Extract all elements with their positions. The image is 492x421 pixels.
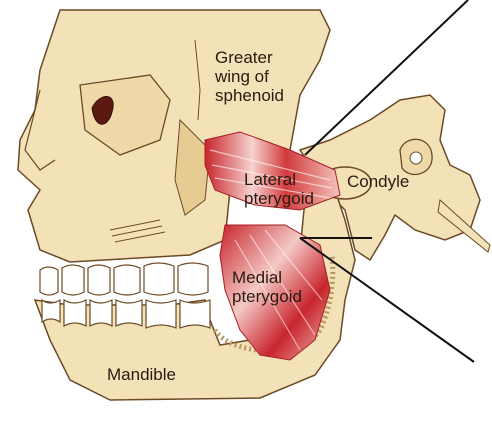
condyle-label: Condyle [347,172,409,191]
ear-canal-opening [410,152,422,164]
greater-wing-label: Greater wing of sphenoid [215,48,284,105]
upper-teeth [40,263,208,295]
lateral-pterygoid-label: Lateral pterygoid [244,170,314,208]
medial-pterygoid-label: Medial pterygoid [232,268,302,306]
mandible-label: Mandible [107,365,176,384]
